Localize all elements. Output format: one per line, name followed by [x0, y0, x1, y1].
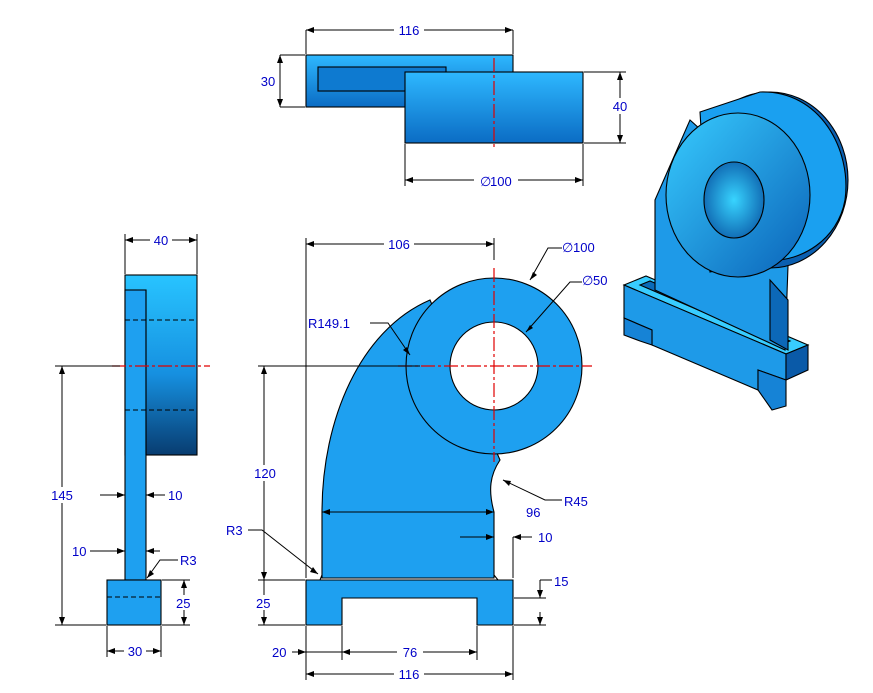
side-web-thickness-dim: 10 — [168, 488, 182, 503]
side-web-offset-dim: 10 — [72, 544, 86, 559]
side-view: 40 145 10 10 R3 25 — [48, 232, 210, 659]
top-base-height-dim: 30 — [261, 74, 275, 89]
side-base-width-dim: 30 — [128, 644, 142, 659]
front-outer-diameter-dim: 100 — [573, 240, 595, 255]
front-slot-height-dim: 15 — [554, 574, 568, 589]
front-center-height-dim: 120 — [254, 466, 276, 481]
diameter-symbol-icon: ∅ — [582, 273, 593, 288]
front-web-offset-dim: 10 — [538, 530, 552, 545]
side-view-web — [124, 289, 147, 581]
diameter-symbol-icon: ∅ — [480, 174, 491, 189]
side-fillet-dim: R3 — [180, 553, 197, 568]
side-height-dim: 145 — [51, 488, 73, 503]
front-base-height-dim: 25 — [256, 596, 270, 611]
side-width-dim: 40 — [154, 233, 168, 248]
top-width-dim: 116 — [399, 23, 420, 38]
top-cylinder-length-dim: 40 — [613, 99, 627, 114]
iso-bore — [703, 161, 765, 239]
diameter-symbol-icon: ∅ — [562, 240, 573, 255]
side-view-base — [106, 579, 162, 626]
front-view-base — [305, 579, 514, 626]
top-cylinder-diameter-dim: 100 — [490, 174, 512, 189]
front-small-radius-dim: R45 — [564, 494, 588, 509]
front-fillet-dim: R3 — [226, 523, 243, 538]
isometric-view — [622, 91, 849, 411]
front-center-offset-dim: 106 — [388, 237, 410, 252]
front-bore-diameter-dim: 50 — [593, 273, 607, 288]
front-leg-width-dim: 20 — [272, 645, 286, 660]
side-base-height-dim: 25 — [176, 596, 190, 611]
top-view: 116 30 40 ∅ 100 — [260, 22, 630, 189]
front-overall-width-dim: 116 — [399, 667, 420, 682]
front-web-width-dim: 96 — [526, 505, 540, 520]
front-slot-width-dim: 76 — [403, 645, 417, 660]
front-view: 106 ∅ 100 ∅ 50 R149.1 120 R45 96 — [226, 236, 607, 682]
front-large-radius-dim: R149.1 — [308, 316, 350, 331]
